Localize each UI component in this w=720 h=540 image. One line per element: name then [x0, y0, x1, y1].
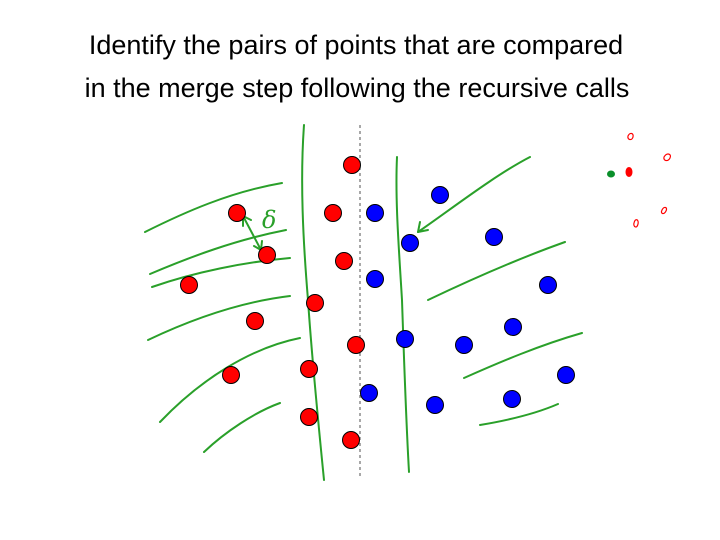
right-hatch-3 [463, 332, 583, 379]
strip-right-boundary [395, 156, 410, 473]
red-point [258, 246, 276, 264]
title-line-2: in the merge step following the recursiv… [84, 73, 630, 103]
right-hatch-4 [479, 403, 559, 426]
red-dot [625, 167, 633, 177]
blue-point [396, 330, 414, 348]
blue-point [557, 366, 575, 384]
blue-point [401, 234, 419, 252]
blue-point [360, 384, 378, 402]
red-point [228, 204, 246, 222]
blue-point [426, 396, 444, 414]
delta-symbol: δ [262, 206, 276, 234]
left-hatch-6 [203, 402, 281, 453]
red-point [306, 294, 324, 312]
left-hatch-1 [144, 182, 283, 233]
red-point [342, 431, 360, 449]
blue-point [485, 228, 503, 246]
red-point [300, 408, 318, 426]
blue-point [366, 204, 384, 222]
blue-point [504, 318, 522, 336]
blue-point [503, 390, 521, 408]
red-point [324, 204, 342, 222]
title-line-1: Identify the pairs of points that are co… [88, 30, 624, 60]
red-point [246, 312, 264, 330]
corner-scribbles [607, 132, 672, 228]
left-hatch-2 [149, 229, 287, 275]
left-hatch-4 [147, 295, 291, 341]
red-point [222, 366, 240, 384]
red-point [300, 360, 318, 378]
left-hatch-3 [151, 257, 291, 288]
green-dot [607, 170, 615, 178]
blue-point [366, 270, 384, 288]
blue-point [539, 276, 557, 294]
delta-arrow [242, 215, 262, 251]
blue-point [455, 336, 473, 354]
right-hatch-2 [427, 241, 566, 301]
right-hatch-1 [417, 156, 531, 233]
red-point [335, 252, 353, 270]
red-point [343, 156, 361, 174]
red-point [347, 336, 365, 354]
blue-point [431, 186, 449, 204]
right-hatch-arrowhead [417, 221, 429, 233]
red-point [180, 276, 198, 294]
